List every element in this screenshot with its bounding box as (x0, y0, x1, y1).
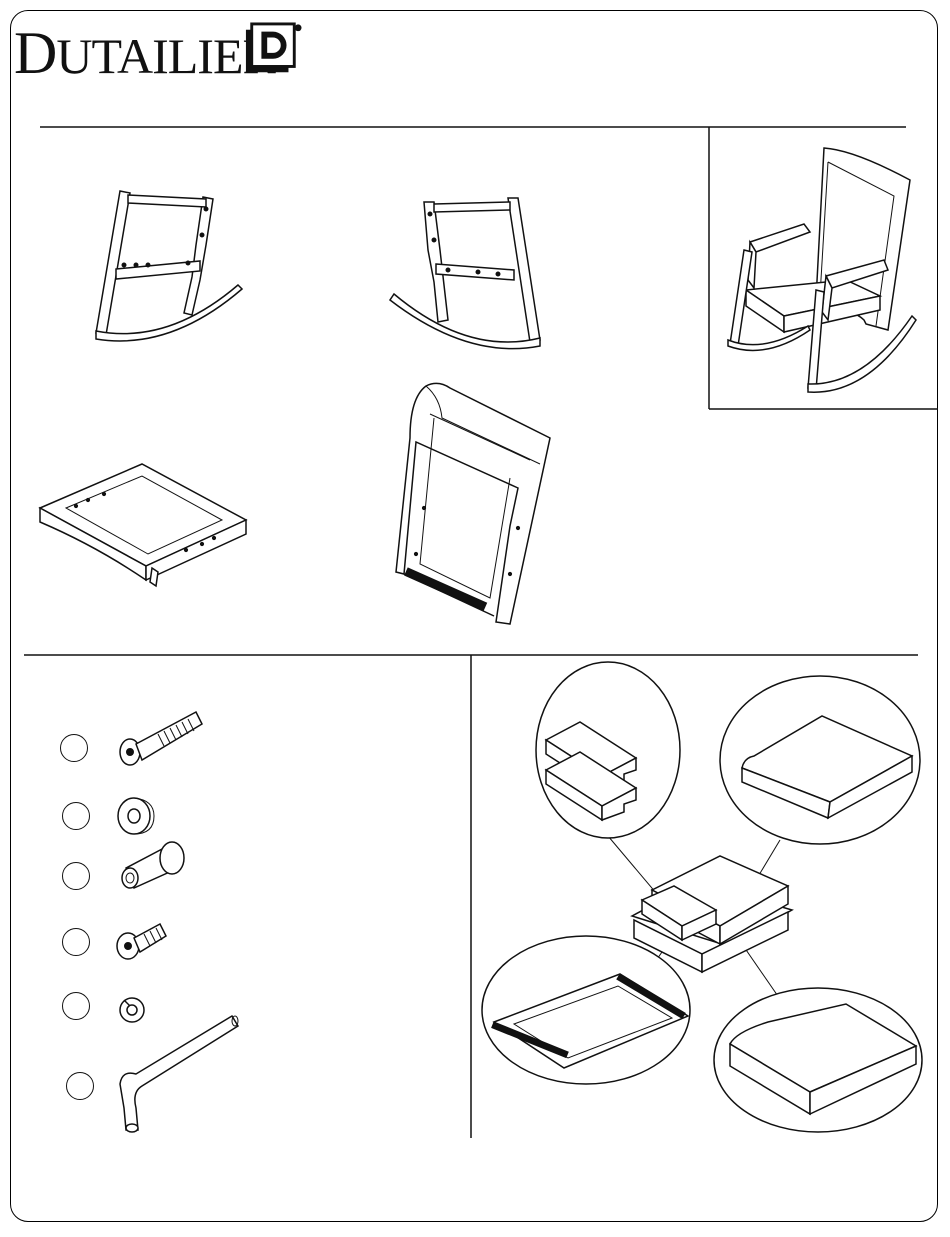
packaging-drawing (476, 660, 926, 1150)
backrest-frame-drawing (390, 378, 570, 638)
short-bolt-icon (112, 918, 182, 968)
side-frame-right-drawing (388, 190, 568, 360)
barrel-nut-icon (116, 840, 196, 900)
assembled-chair-drawing (724, 140, 924, 400)
hardware-ref-circle-3 (62, 862, 90, 890)
hardware-ref-circle-5 (62, 992, 90, 1020)
hardware-ref-circle-4 (62, 928, 90, 956)
hardware-ref-circle-1 (60, 734, 88, 762)
seat-frame-drawing (36, 460, 256, 590)
side-frame-left-drawing (88, 185, 268, 355)
hardware-ref-circle-2 (62, 802, 90, 830)
allen-key-icon (118, 1014, 248, 1154)
long-bolt-icon (114, 706, 214, 776)
hardware-ref-circle-6 (66, 1072, 94, 1100)
flat-washer-icon (114, 794, 164, 838)
